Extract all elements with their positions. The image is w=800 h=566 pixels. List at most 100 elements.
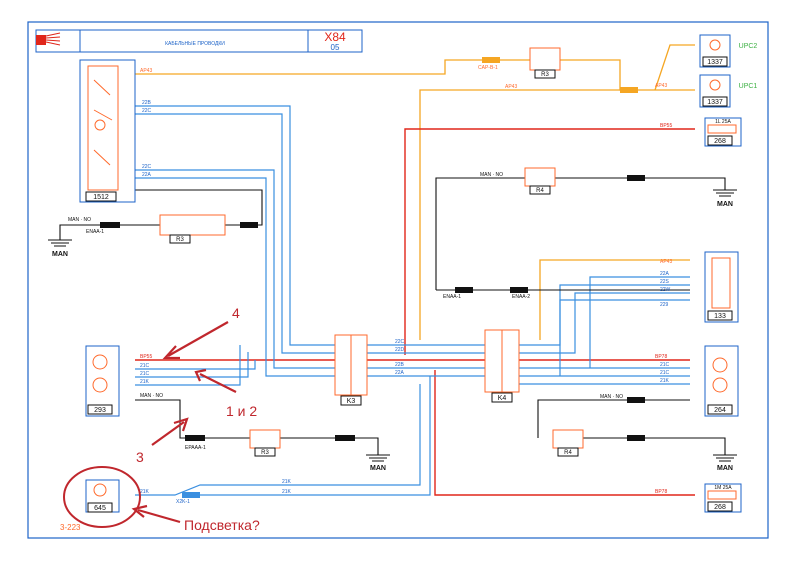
relay-right-bottom: R4 — [552, 429, 584, 457]
wl-21c-b: 21C — [140, 371, 150, 377]
label-1512: 1512 — [93, 194, 109, 201]
wl-22s-r: 22S — [660, 279, 670, 285]
component-645: 645 — [85, 479, 120, 513]
wl-man-no-3: MAN · NO — [480, 172, 503, 178]
red-wires — [135, 128, 695, 496]
orange-wires — [135, 44, 695, 340]
component-293: 293 — [85, 345, 120, 417]
blue-wires — [135, 105, 690, 496]
label-268-a: 268 — [714, 138, 726, 145]
wl-22d-mid: 22D — [395, 347, 405, 353]
wl-22a: 22A — [142, 172, 152, 178]
label-268-b: 268 — [714, 504, 726, 511]
label-r3-mid: R3 — [261, 450, 269, 456]
wl-bp78-a: BP78 — [655, 354, 667, 360]
annotation-arrows — [131, 321, 237, 524]
label-1337-a: 1337 — [707, 59, 723, 66]
wl-ap43-mid: AP43 — [505, 84, 517, 90]
component-1337-upc1: 1337 UPC1 — [699, 74, 758, 108]
highlight-circle — [63, 466, 141, 528]
wl-enaa-3: ENAA-1 — [443, 294, 461, 300]
annotation-question: Подсветка? — [184, 517, 260, 533]
wl-bp78-b: BP78 — [655, 489, 667, 495]
fuse-1: 1L 25A — [715, 119, 731, 125]
wl-ap43-right: AP43 — [655, 83, 667, 89]
wl-21k-645c: 21K — [282, 489, 292, 495]
label-k4: K4 — [498, 395, 507, 402]
label-r4-top: R4 — [536, 188, 544, 194]
wl-22b: 22B — [142, 100, 152, 106]
title-sub: 05 — [331, 43, 340, 52]
wl-22b-mid: 22B — [395, 362, 405, 368]
wl-cap: CAP-B-1 — [478, 65, 498, 71]
label-r3-top: R3 — [541, 72, 549, 78]
annotation-labels: 4 1 и 2 3 Подсветка? — [136, 305, 260, 533]
diagram-frame — [27, 21, 769, 539]
wl-enaa-2: ENAA-2 — [512, 294, 530, 300]
ground-label-1: MAN — [52, 251, 68, 258]
component-1512: 1512 — [79, 59, 136, 203]
component-133: 133 — [704, 251, 739, 323]
blue-sleeve — [182, 492, 200, 498]
relay-mid-left: R3 — [249, 429, 281, 457]
orange-sleeves — [482, 57, 638, 93]
page-number: 3-223 — [60, 523, 81, 532]
wl-22c: 22C — [142, 164, 152, 170]
wl-21k: 21K — [140, 379, 150, 385]
relay-left: R3 — [159, 214, 226, 244]
label-r3-left: R3 — [176, 237, 184, 243]
label-r4-bottom: R4 — [564, 450, 572, 456]
relay-right-top: R4 — [524, 167, 556, 195]
wl-21k-r: 21K — [660, 378, 670, 384]
wl-man-no-4: MAN · NO — [600, 394, 623, 400]
wl-229-r: 229 — [660, 302, 669, 308]
wl-enaa-1: ENAA-1 — [86, 229, 104, 235]
wl-22w-r: 22W — [660, 287, 671, 293]
wl-22c-mid: 22C — [395, 339, 405, 345]
ground-label-4: MAN — [717, 465, 733, 472]
annotation-1-2: 1 и 2 — [226, 403, 257, 419]
wl-bp55-left: BP55 — [140, 354, 152, 360]
wl-22c-top: 22C — [142, 108, 152, 114]
title-code: X84 — [324, 30, 346, 44]
wire-labels: AP43 AP43 AP43 AP43 BP55 BP55 BP78 BP78 … — [68, 65, 672, 505]
component-268-top: 1L 25A 268 — [704, 117, 742, 147]
wl-epaaa: EPAAA-1 — [185, 445, 206, 451]
component-268-bottom: 1M 25A 268 — [704, 483, 742, 513]
annotation-3: 3 — [136, 449, 144, 465]
annotation-4: 4 — [232, 305, 240, 321]
label-293: 293 — [94, 407, 106, 414]
ground-labels: MAN MAN MAN MAN — [52, 201, 733, 472]
sleeves — [100, 175, 645, 441]
label-1337-b: 1337 — [707, 99, 723, 106]
relay-top: R3 — [529, 47, 561, 79]
wl-21k-645: 21K — [140, 489, 150, 495]
label-133: 133 — [714, 313, 726, 320]
wl-man-no-2: MAN · NO — [140, 393, 163, 399]
label-645: 645 — [94, 505, 106, 512]
wl-21c-r2: 21C — [660, 370, 670, 376]
wl-bp55-right: BP55 — [660, 123, 672, 129]
wl-man-no-1: MAN · NO — [68, 217, 91, 223]
label-upc2: UPC2 — [739, 43, 758, 50]
connector-k3: K3 — [334, 334, 368, 406]
wl-ap43-left: AP43 — [140, 68, 152, 74]
wl-22a-mid: 22A — [395, 370, 405, 376]
wl-ap43-133: AP43 — [660, 259, 672, 265]
label-k3: K3 — [347, 398, 356, 405]
ground-label-3: MAN — [717, 201, 733, 208]
component-264: 264 — [704, 345, 739, 417]
label-upc1: UPC1 — [739, 83, 758, 90]
label-264: 264 — [714, 407, 726, 414]
fuse-2: 1M 25A — [714, 485, 732, 491]
wl-21k-645b: 21K — [282, 479, 292, 485]
wl-22a-r: 22A — [660, 271, 670, 277]
connector-k4: K4 — [484, 329, 520, 403]
wl-21c-a: 21C — [140, 363, 150, 369]
wl-x2k1: X2K-1 — [176, 499, 190, 505]
title-block: КАБЕЛЬНЫЕ ПРОВОДКИ X84 05 — [35, 29, 363, 53]
ground-symbols — [48, 189, 737, 462]
wl-21c-r1: 21C — [660, 362, 670, 368]
